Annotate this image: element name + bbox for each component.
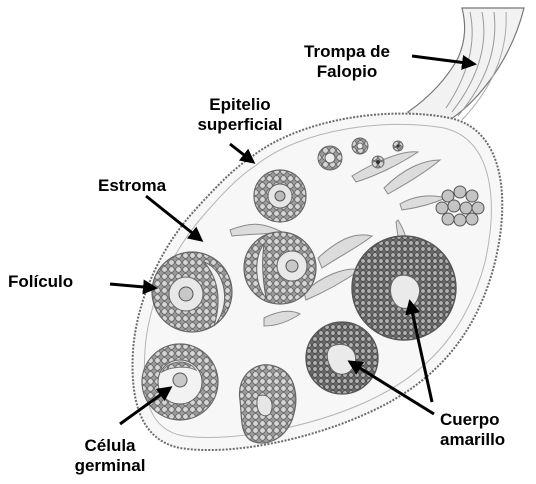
corpus-luteum-small: [306, 322, 378, 394]
arrow-surface-epithelium: [230, 144, 253, 162]
antral-follicle-left: [152, 252, 232, 332]
growing-follicle: [254, 170, 306, 222]
label-stroma: Estroma: [98, 176, 166, 196]
label-surface-epithelium: Epitelio superficial: [180, 95, 300, 135]
mature-follicle: [142, 344, 218, 420]
label-germ-cell: Célula germinal: [62, 436, 158, 476]
fallopian-tube-shape: [408, 8, 524, 132]
label-follicle: Folículo: [8, 272, 73, 292]
label-fallopian-tube: Trompa de Falopio: [282, 42, 412, 82]
label-corpus-luteum: Cuerpo amarillo: [440, 410, 505, 450]
antral-follicle-center: [244, 232, 316, 304]
corpus-luteum-large: [352, 236, 456, 340]
cell-cluster: [436, 186, 484, 226]
